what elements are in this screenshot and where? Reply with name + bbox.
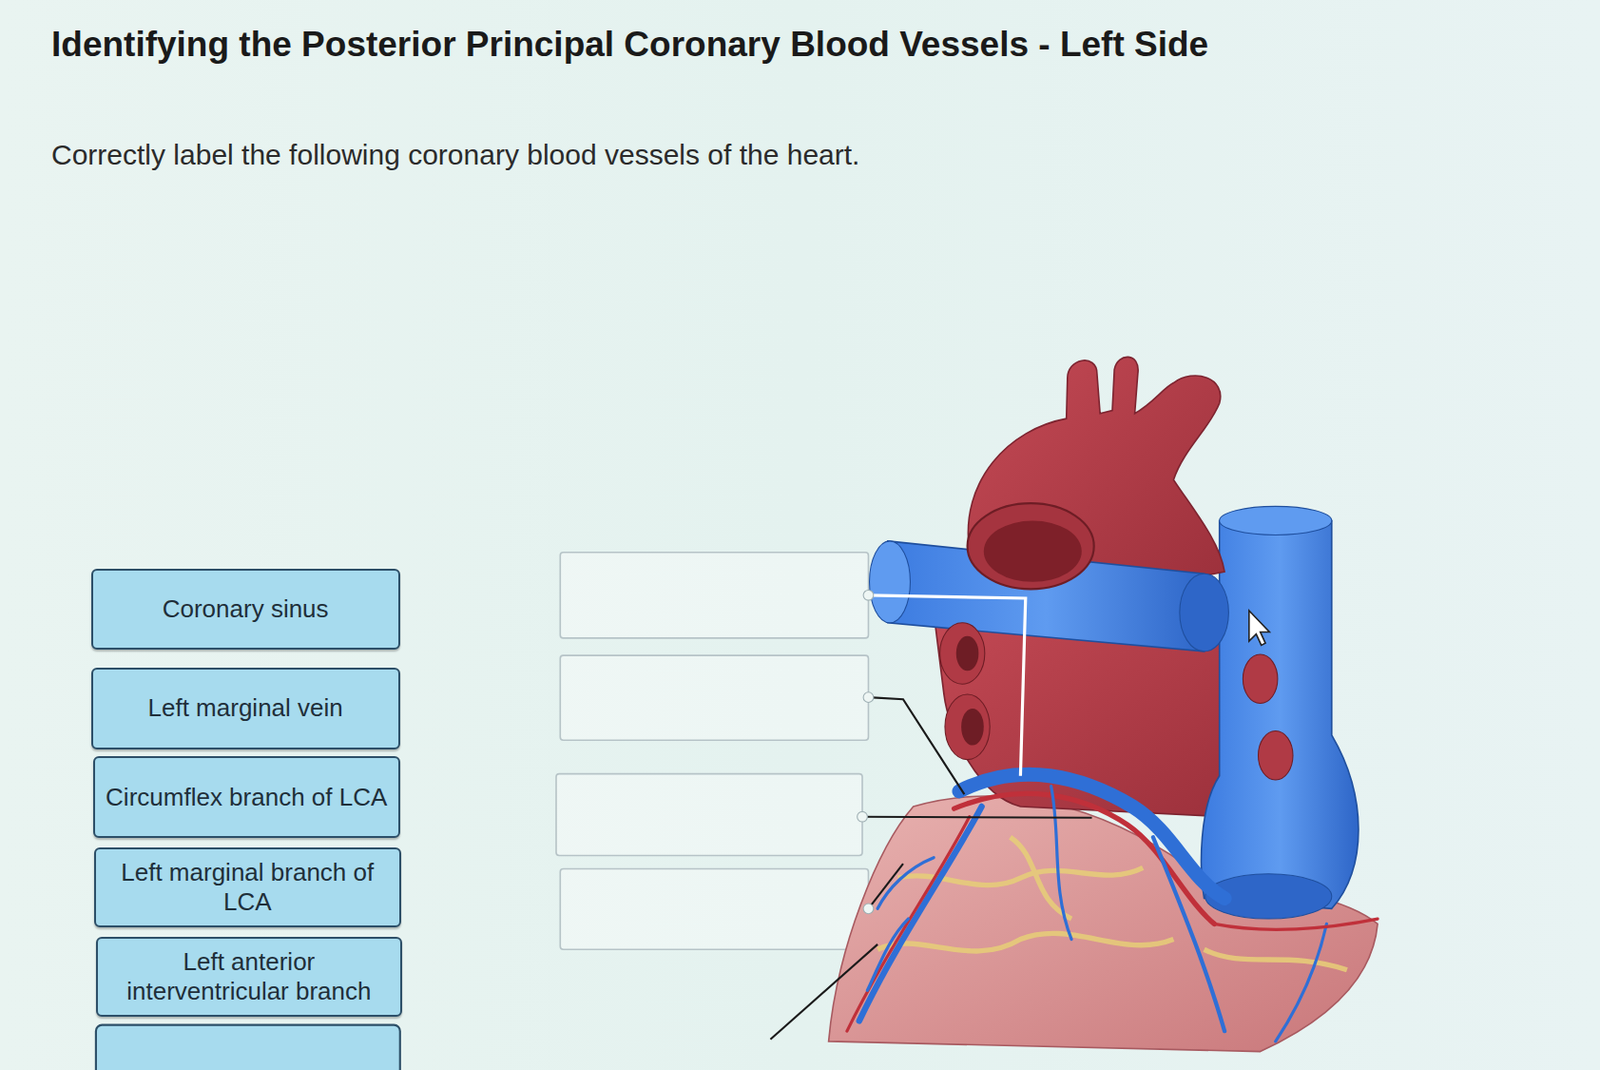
fat-strand bbox=[1204, 948, 1348, 969]
vena-cava-opening bbox=[1219, 505, 1332, 535]
label-text: Left marginal vein bbox=[148, 693, 344, 723]
vessel-opening bbox=[869, 540, 911, 623]
leader-line bbox=[867, 863, 903, 908]
drop-target bbox=[559, 655, 868, 740]
coronary-vessels bbox=[847, 773, 1378, 1041]
vein-stub bbox=[1258, 731, 1293, 781]
instruction-text: Correctly label the following coronary b… bbox=[51, 138, 860, 172]
leader-anchor bbox=[863, 692, 874, 703]
leader-line bbox=[867, 696, 964, 794]
vein-branch bbox=[877, 857, 934, 909]
pulmonary-veins bbox=[940, 622, 1293, 780]
label-text: Circumflex branch of LCA bbox=[105, 782, 387, 812]
leader-line bbox=[862, 816, 1093, 818]
vein-stub bbox=[1242, 654, 1277, 704]
label-box: Left marginal vein bbox=[91, 667, 401, 750]
fat-strand bbox=[877, 932, 1174, 951]
vein-lumen bbox=[961, 708, 984, 746]
drop-target bbox=[556, 773, 863, 856]
label-text: Left marginal branch of LCA bbox=[105, 857, 390, 917]
coronary-sinus bbox=[959, 773, 1225, 898]
label-box-partial bbox=[96, 1024, 401, 1070]
label-box: Circumflex branch of LCA bbox=[93, 755, 401, 838]
label-text: Coronary sinus bbox=[162, 594, 329, 624]
drop-target bbox=[559, 552, 868, 638]
leader-anchor bbox=[863, 903, 874, 914]
vein-lumen bbox=[956, 636, 980, 671]
label-text: Left anterior interventricular branch bbox=[107, 946, 391, 1006]
vein-stub bbox=[944, 693, 990, 760]
vein-branch bbox=[867, 918, 908, 990]
vena-cava bbox=[1201, 520, 1359, 908]
vein-stub bbox=[940, 622, 985, 684]
vein-branch bbox=[1275, 923, 1328, 1041]
drop-targets bbox=[556, 552, 868, 950]
label-box: Coronary sinus bbox=[91, 568, 401, 650]
leader-anchor bbox=[863, 589, 874, 600]
leader-anchor bbox=[857, 810, 868, 822]
vein-branch bbox=[1153, 836, 1225, 1031]
drop-target bbox=[559, 867, 868, 949]
marginal-artery bbox=[847, 816, 970, 1031]
label-box: Left anterior interventricular branch bbox=[96, 936, 403, 1017]
leader-line bbox=[867, 595, 1025, 776]
aorta-lumen bbox=[983, 520, 1082, 581]
vessel-opening bbox=[1179, 573, 1230, 652]
mouse-cursor bbox=[1249, 610, 1270, 645]
circumflex-artery bbox=[954, 792, 1215, 924]
label-box: Left marginal branch of LCA bbox=[94, 847, 402, 927]
leader-lines bbox=[770, 589, 1092, 1039]
aorta-opening bbox=[967, 502, 1095, 589]
vein-branch bbox=[1051, 786, 1072, 940]
marginal-vein bbox=[859, 806, 983, 1021]
page-title: Identifying the Posterior Principal Coro… bbox=[51, 24, 1209, 65]
leader-line bbox=[770, 944, 878, 1040]
artery-branch bbox=[1214, 918, 1378, 929]
